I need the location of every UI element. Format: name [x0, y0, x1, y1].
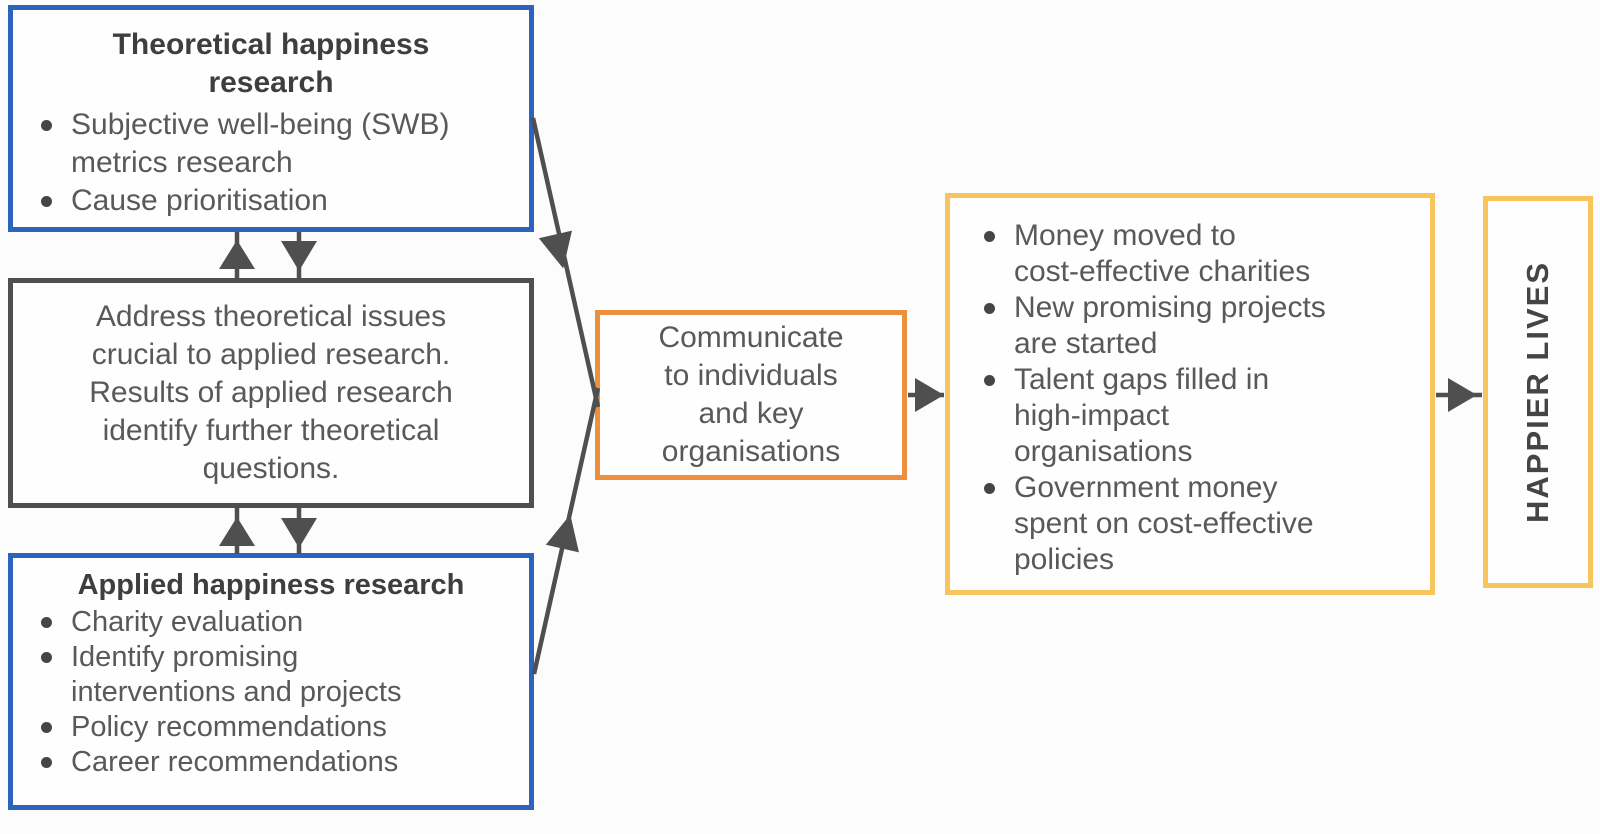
list-item: Career recommendations: [35, 745, 519, 780]
list-item: Money moved to cost-effective charities: [978, 218, 1420, 290]
diagonal-arrow-icon: [530, 117, 601, 408]
list-item: Government money spent on cost-effective…: [978, 470, 1420, 578]
outcomes-list: Money moved to cost-effective charities …: [950, 202, 1430, 578]
happier-lives-box: HAPPIER LIVES: [1483, 196, 1593, 588]
communicate-box: Communicate to individuals and key organ…: [595, 310, 907, 480]
right-arrow-icon: [1436, 378, 1482, 412]
list-item: Cause prioritisation: [35, 182, 519, 220]
list-item: Subjective well-being (SWB) metrics rese…: [35, 106, 519, 182]
theoretical-research-box: Theoretical happiness research Subjectiv…: [8, 5, 534, 232]
list-item: Talent gaps filled in high-impact organi…: [978, 362, 1420, 470]
outcomes-box: Money moved to cost-effective charities …: [945, 193, 1435, 595]
theoretical-research-list: Subjective well-being (SWB) metrics rese…: [13, 106, 529, 220]
communicate-text: Communicate to individuals and key organ…: [658, 321, 844, 468]
list-item: Policy recommendations: [35, 710, 519, 745]
applied-research-title: Applied happiness research: [77, 569, 465, 601]
down-arrow-icon: [281, 508, 317, 554]
right-arrow-icon: [908, 378, 944, 412]
theory-applied-bridge-box: Address theoretical issues crucial to ap…: [8, 278, 534, 508]
diagonal-arrow-icon: [531, 387, 601, 675]
up-arrow-icon: [219, 508, 255, 554]
up-arrow-icon: [219, 232, 255, 279]
happier-lives-label: HAPPIER LIVES: [1520, 261, 1555, 523]
down-arrow-icon: [281, 232, 317, 279]
list-item: Identify promising interventions and pro…: [35, 640, 519, 710]
list-item: Charity evaluation: [35, 605, 519, 640]
applied-research-list: Charity evaluation Identify promising in…: [13, 605, 529, 780]
bridge-text: Address theoretical issues crucial to ap…: [89, 300, 453, 485]
list-item: New promising projects are started: [978, 290, 1420, 362]
applied-research-box: Applied happiness research Charity evalu…: [8, 553, 534, 810]
theoretical-research-title: Theoretical happiness research: [112, 28, 430, 99]
